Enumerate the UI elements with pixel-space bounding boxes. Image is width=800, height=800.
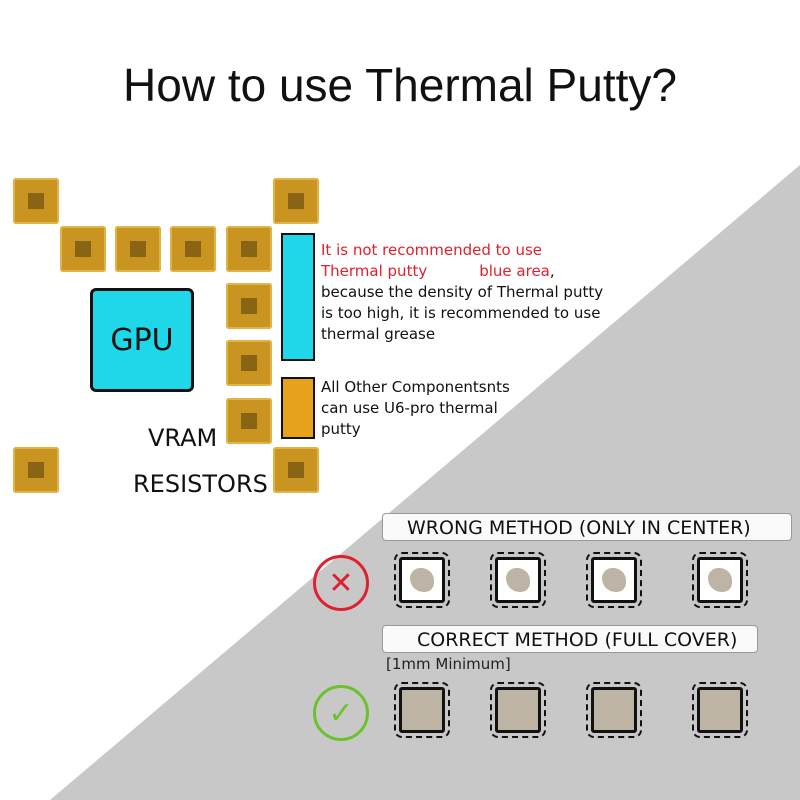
component-chip	[273, 447, 319, 493]
minimum-note: [1mm Minimum]	[386, 655, 511, 673]
wrong-method-header: WRONG METHOD (ONLY IN CENTER)	[382, 513, 792, 541]
vram-label: VRAM	[148, 424, 218, 452]
orange-area-swatch	[281, 377, 315, 439]
component-chip	[226, 226, 272, 272]
wrong-application-chip-icon	[586, 552, 642, 608]
page-title: How to use Thermal Putty?	[123, 59, 677, 111]
orange-area-note: All Other Componentsnts can use U6-pro t…	[321, 378, 510, 438]
correct-method-header: CORRECT METHOD (FULL COVER)	[382, 625, 758, 653]
component-chip	[226, 340, 272, 386]
check-circle-icon: ✓	[313, 685, 369, 741]
component-chip	[60, 226, 106, 272]
wrong-application-chip-icon	[490, 552, 546, 608]
component-chip	[170, 226, 216, 272]
gpu-label: GPU	[110, 322, 174, 358]
warning-text: blue area	[479, 262, 550, 280]
correct-application-chip-icon	[490, 682, 546, 738]
component-chip	[13, 447, 59, 493]
explanation-text: because the density of Thermal putty is …	[321, 283, 604, 343]
gpu-chip: GPU	[90, 288, 194, 392]
component-chip	[115, 226, 161, 272]
wrong-application-chip-icon	[394, 552, 450, 608]
component-chip	[226, 398, 272, 444]
correct-application-chip-icon	[586, 682, 642, 738]
blue-area-note: It is not recommended to use Thermal put…	[321, 241, 604, 343]
x-circle-icon: ✕	[313, 555, 369, 611]
component-chip	[13, 178, 59, 224]
component-chip	[273, 178, 319, 224]
warning-text: It is not recommended to use	[321, 241, 543, 259]
resistors-label: RESISTORS	[133, 470, 268, 498]
warning-text: Thermal putty	[321, 262, 428, 280]
wrong-application-chip-icon	[692, 552, 748, 608]
blue-area-swatch	[281, 233, 315, 361]
correct-application-chip-icon	[692, 682, 748, 738]
correct-application-chip-icon	[394, 682, 450, 738]
component-chip	[226, 283, 272, 329]
